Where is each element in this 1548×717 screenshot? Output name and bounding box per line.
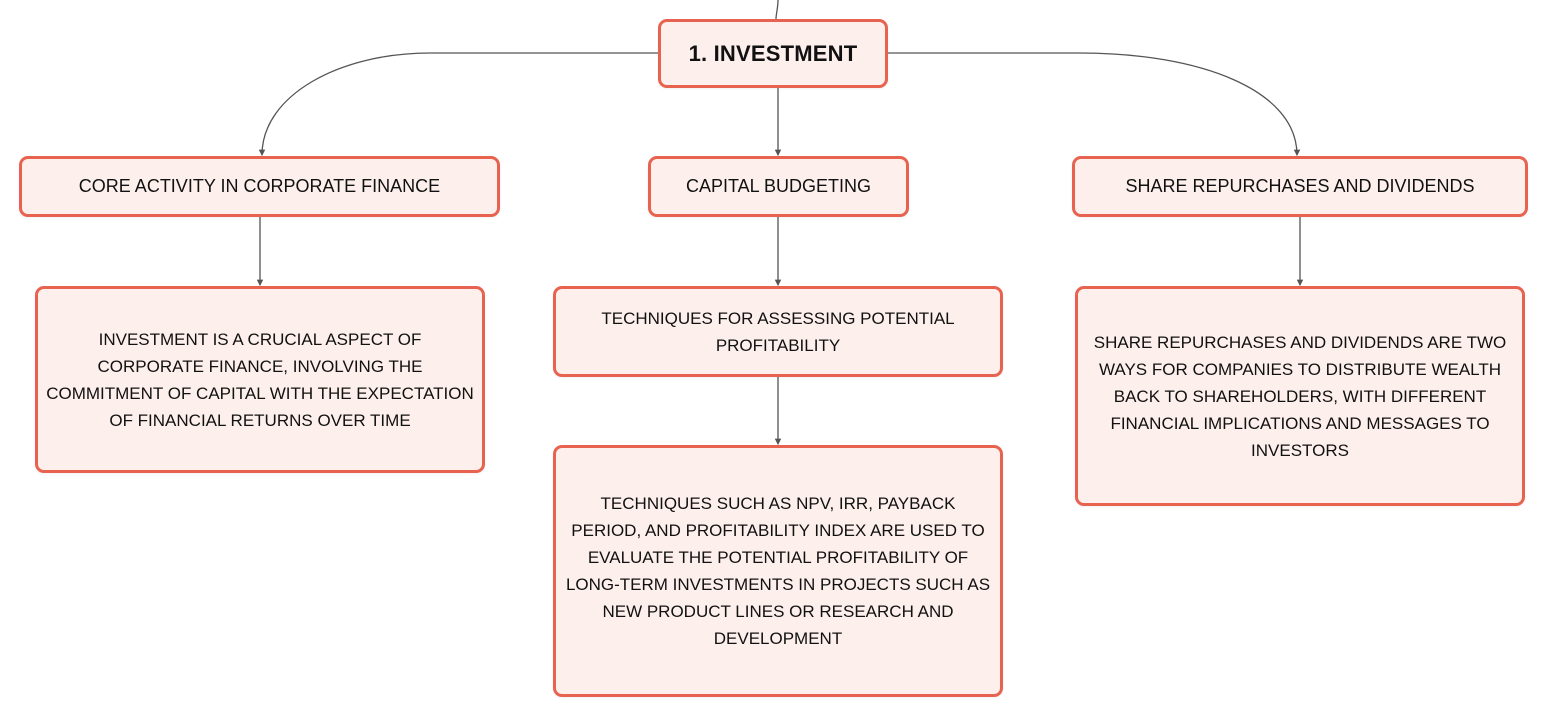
node-share-repurchases-detail[interactable]: Share repurchases and dividends are two … xyxy=(1075,286,1525,506)
node-core-activity-detail-text: Investment is a crucial aspect of corpor… xyxy=(46,329,474,430)
incoming-parent-connector xyxy=(775,0,779,20)
node-capital-budgeting[interactable]: Capital Budgeting xyxy=(648,156,909,217)
node-share-repurchases-detail-text: Share repurchases and dividends are two … xyxy=(1093,332,1507,460)
node-capital-budgeting-label: Capital Budgeting xyxy=(685,176,872,196)
root-node-label: 1. Investment xyxy=(688,41,858,66)
connector-root-to-share xyxy=(888,52,1301,157)
node-share-repurchases-label: Share Repurchases and Dividends xyxy=(1125,176,1475,196)
node-share-repurchases[interactable]: Share Repurchases and Dividends xyxy=(1072,156,1528,217)
node-techniques-assessing[interactable]: Techniques for assessing potential profi… xyxy=(553,286,1003,377)
connector-root-to-core xyxy=(258,52,658,157)
node-core-activity-label: Core Activity in Corporate Finance xyxy=(78,176,441,196)
root-node-investment[interactable]: 1. Investment xyxy=(658,19,888,88)
node-techniques-detail[interactable]: Techniques such as NPV, IRR, payback per… xyxy=(553,445,1003,697)
node-core-activity-detail[interactable]: Investment is a crucial aspect of corpor… xyxy=(35,286,485,473)
node-core-activity[interactable]: Core Activity in Corporate Finance xyxy=(19,156,500,217)
node-techniques-detail-text: Techniques such as NPV, IRR, payback per… xyxy=(565,494,991,648)
node-techniques-assessing-label: Techniques for assessing potential profi… xyxy=(601,308,955,355)
